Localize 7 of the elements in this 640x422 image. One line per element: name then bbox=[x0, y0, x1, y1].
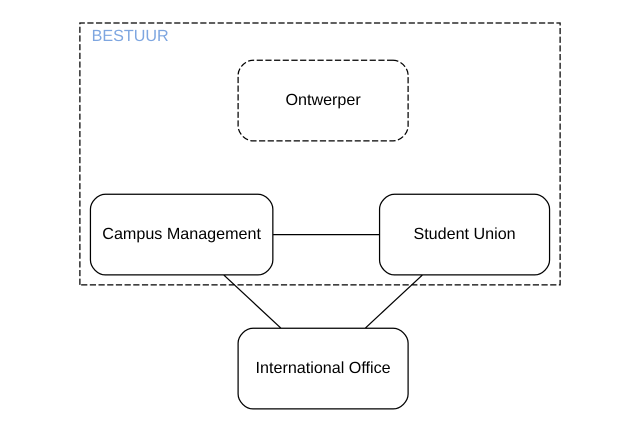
node-box: Student Union bbox=[378, 194, 550, 276]
connector bbox=[223, 274, 282, 329]
connector bbox=[273, 234, 380, 236]
node-box: International Office bbox=[237, 328, 409, 410]
node-box: Ontwerper bbox=[237, 60, 409, 142]
node-box: Campus Management bbox=[90, 194, 274, 276]
connector bbox=[364, 274, 423, 329]
